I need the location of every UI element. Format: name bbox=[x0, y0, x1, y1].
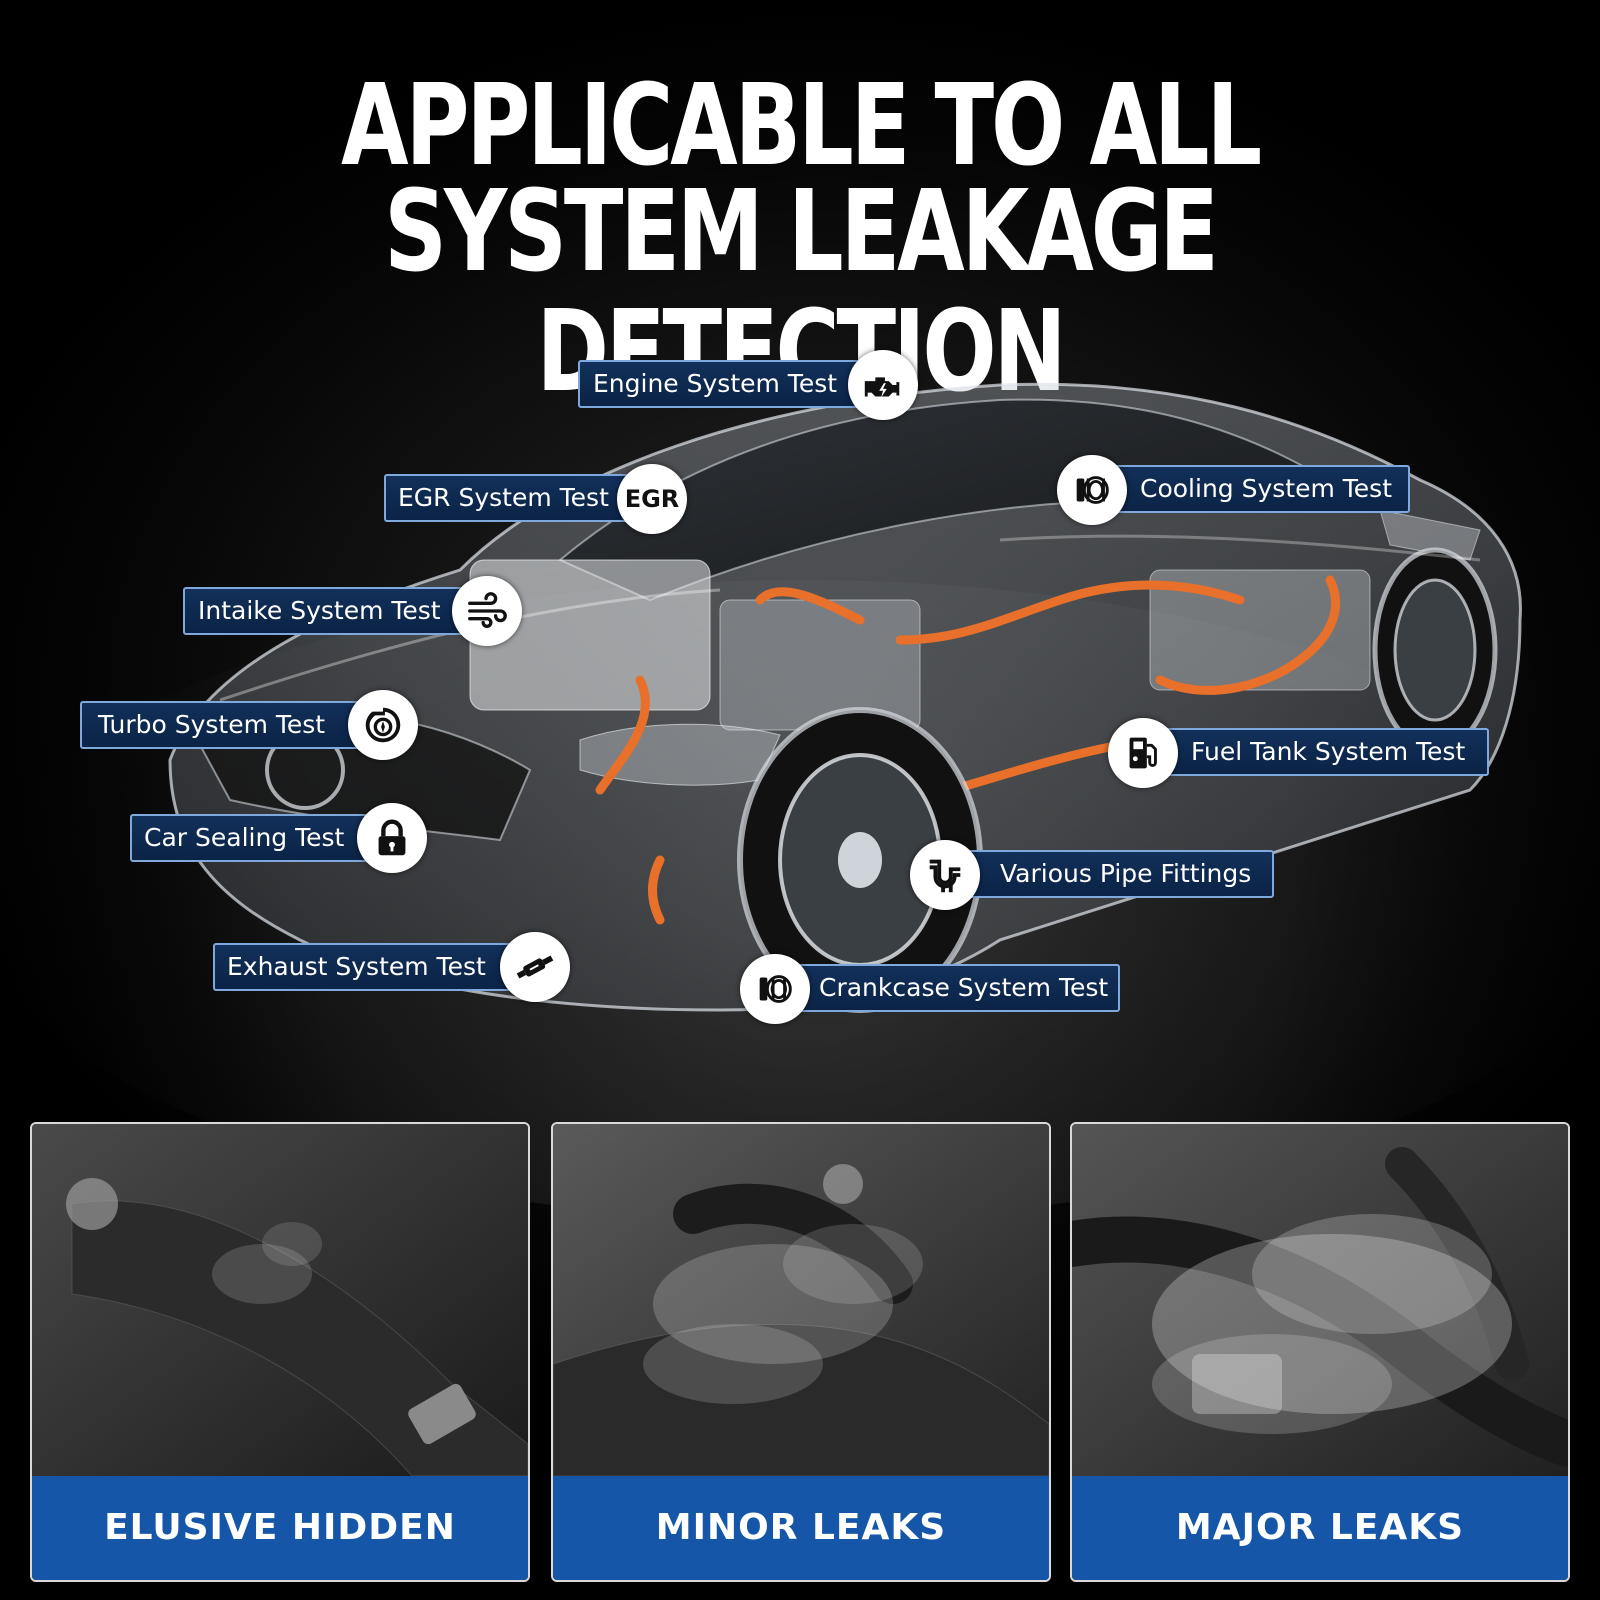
fuel-pump-icon bbox=[1108, 718, 1178, 788]
front-wheel bbox=[737, 707, 983, 1013]
label-intake-system-test: Intaike System Test bbox=[183, 587, 473, 635]
label-crankcase-system-test: Crankcase System Test bbox=[770, 964, 1120, 1012]
egr-icon-text: EGR bbox=[624, 485, 680, 513]
label-exhaust-system-test: Exhaust System Test bbox=[213, 943, 518, 991]
label-fuel-tank-system-test: Fuel Tank System Test bbox=[1139, 728, 1489, 776]
label-car-sealing-test: Car Sealing Test bbox=[130, 814, 390, 862]
leak-type-label: ELUSIVE HIDDEN LEAKS bbox=[32, 1476, 528, 1580]
hidden-leak-photo bbox=[32, 1124, 528, 1476]
label-various-pipe-fittings: Various Pipe Fittings bbox=[944, 850, 1274, 898]
crankcase-icon bbox=[740, 954, 810, 1024]
engine-icon bbox=[848, 350, 918, 420]
lock-icon bbox=[357, 803, 427, 873]
leak-type-label: MINOR LEAKS bbox=[553, 1476, 1049, 1580]
exhaust-icon bbox=[500, 932, 570, 1002]
label-turbo-system-test: Turbo System Test bbox=[80, 701, 370, 749]
turbo-icon bbox=[348, 690, 418, 760]
wind-icon bbox=[452, 576, 522, 646]
major-leak-photo bbox=[1072, 1124, 1568, 1476]
label-egr-system-test: EGR System Test bbox=[384, 474, 646, 522]
label-cooling-system-test: Cooling System Test bbox=[1088, 465, 1410, 513]
headline-line-1: APPLICABLE TO ALL bbox=[340, 61, 1262, 191]
label-engine-system-test: Engine System Test bbox=[578, 360, 868, 408]
leak-type-label: MAJOR LEAKS bbox=[1072, 1476, 1568, 1580]
rear-wheel bbox=[1372, 547, 1498, 753]
pipe-icon bbox=[910, 840, 980, 910]
panel-minor-leaks: MINOR LEAKS bbox=[551, 1122, 1051, 1582]
panel-major-leaks: MAJOR LEAKS bbox=[1070, 1122, 1570, 1582]
radiator-icon bbox=[1057, 455, 1127, 525]
minor-leak-photo bbox=[553, 1124, 1049, 1476]
egr-icon: EGR bbox=[617, 464, 687, 534]
panel-elusive-hidden-leaks: ELUSIVE HIDDEN LEAKS bbox=[30, 1122, 530, 1582]
